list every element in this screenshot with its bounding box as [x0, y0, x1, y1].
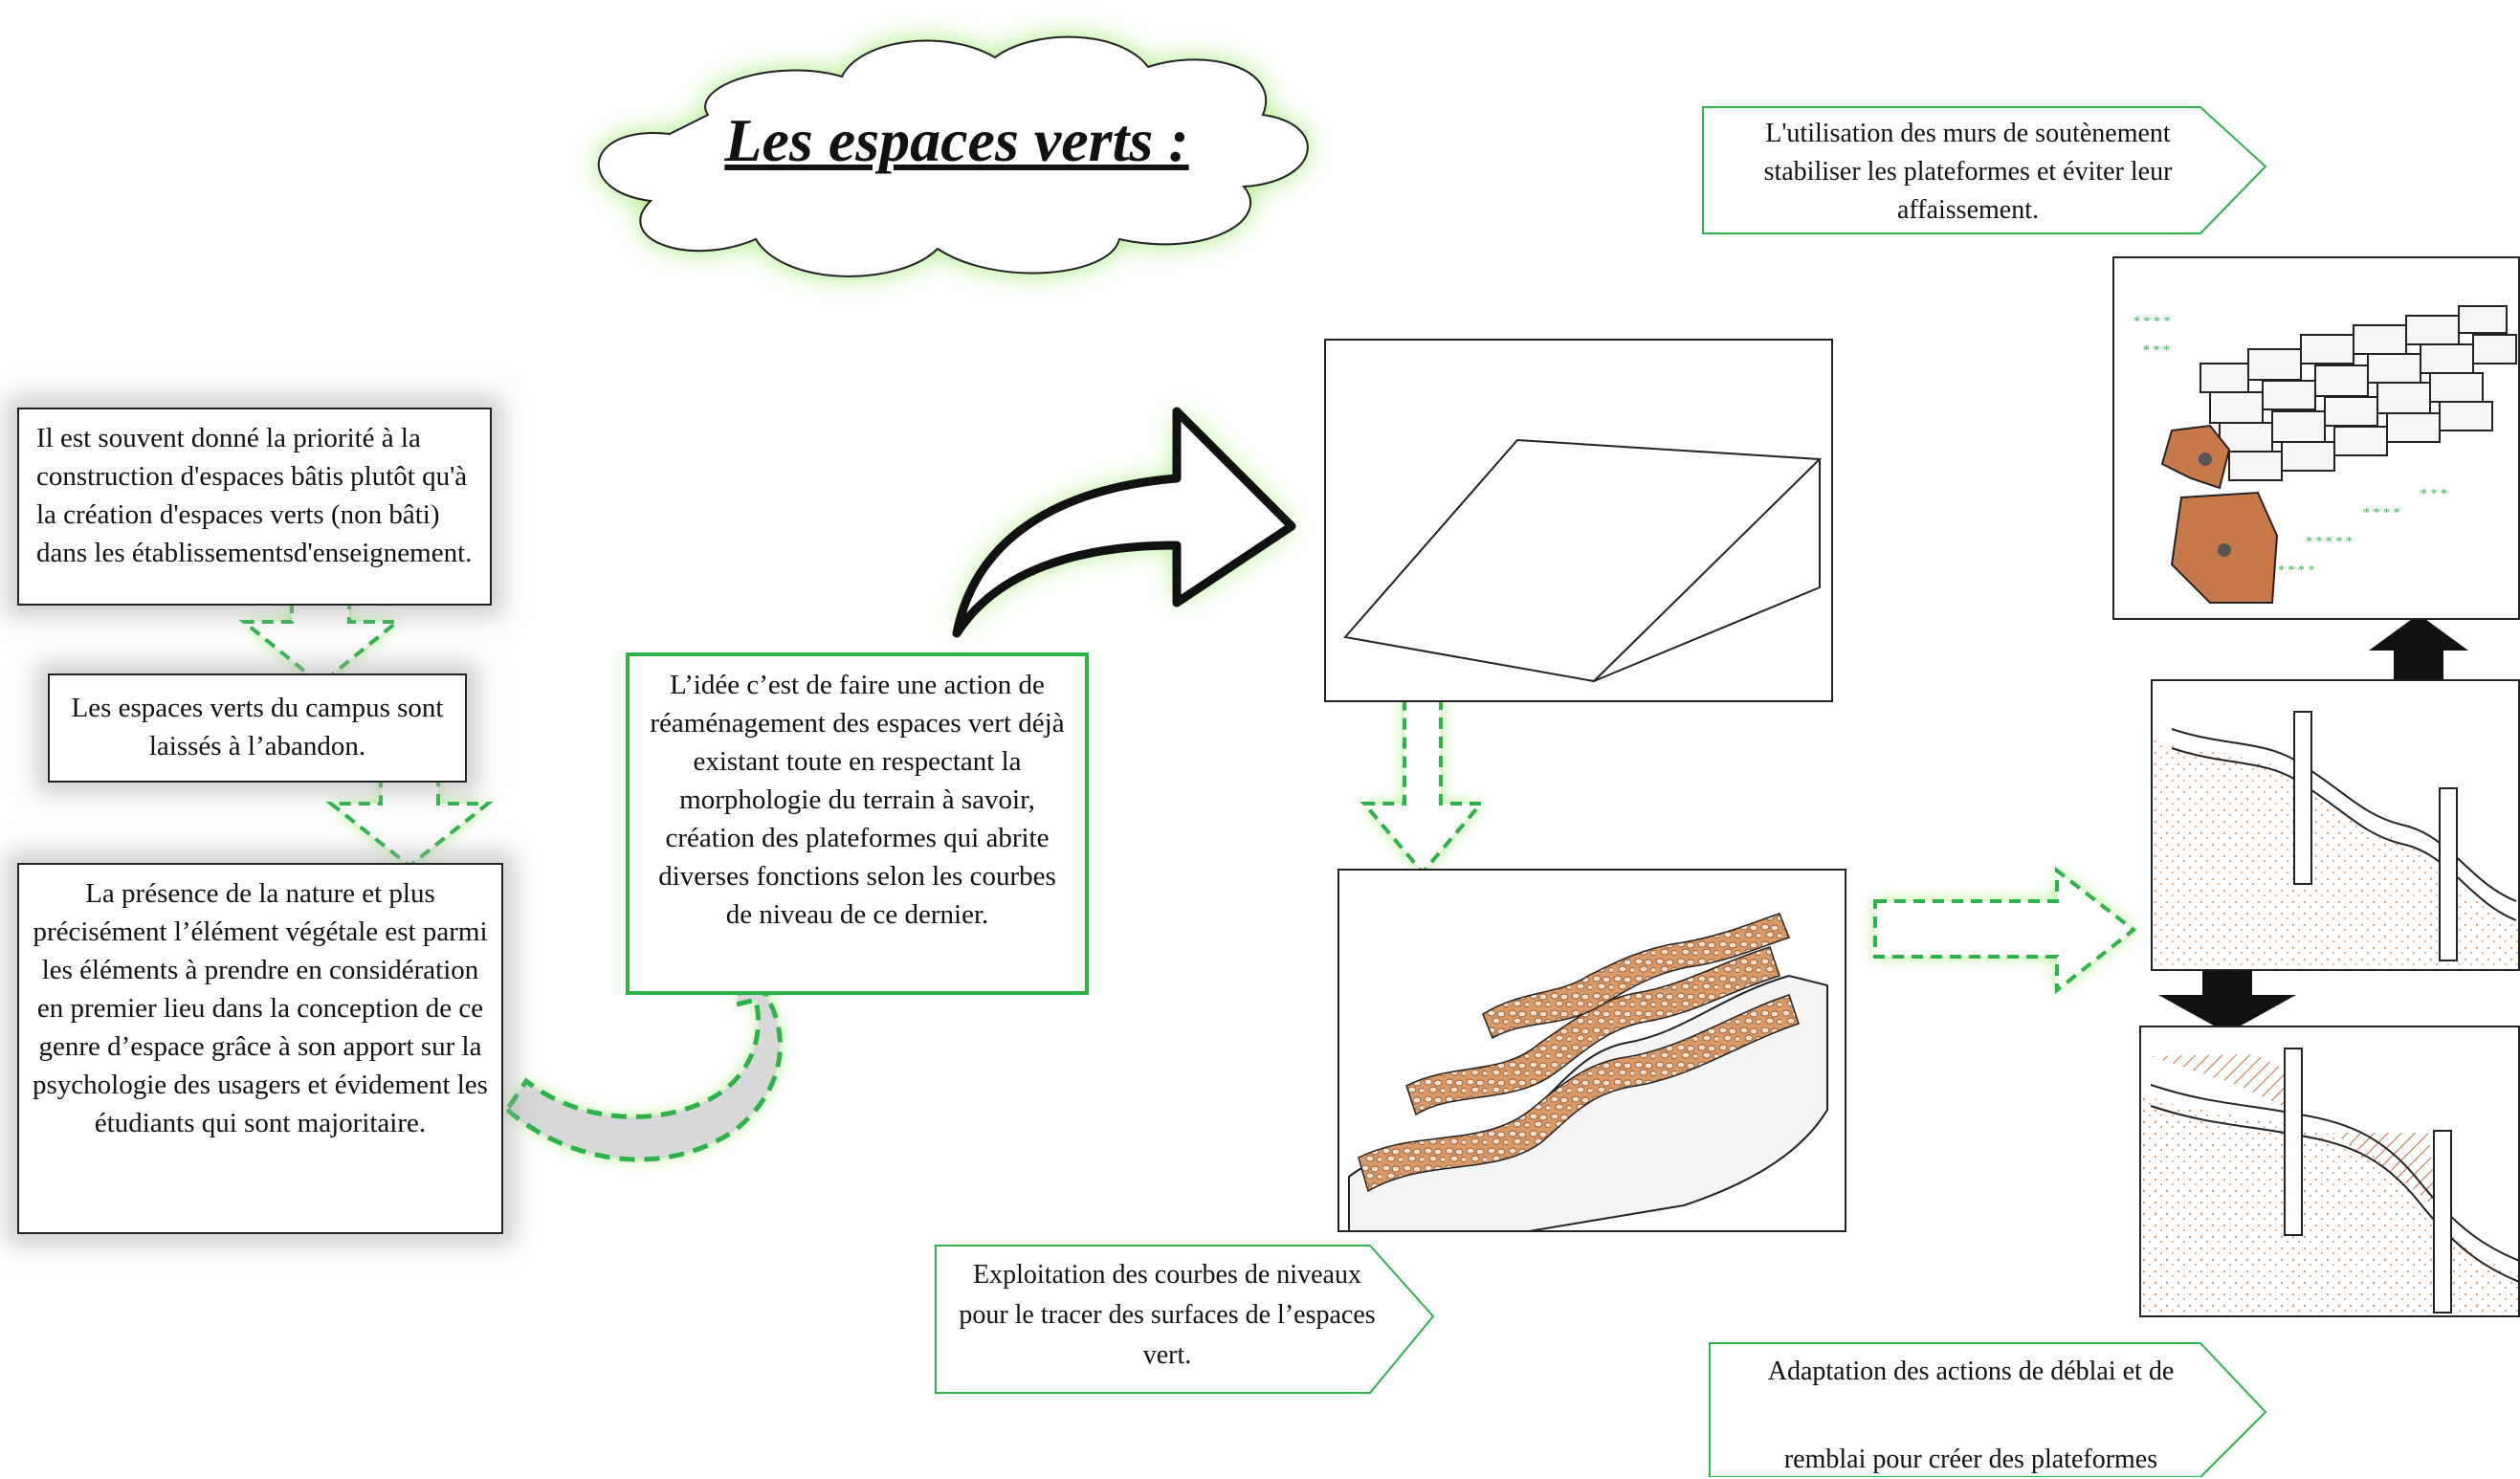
svg-text:* * *: * * * [2143, 343, 2170, 358]
dashed-arrow-right-icon [1873, 866, 2137, 995]
abandon-box: Les espaces verts du campus sont laissés… [48, 673, 467, 783]
black-arrow-down-icon [2158, 955, 2296, 1033]
callout-murs-text: L'utilisation des murs de soutènement st… [1763, 119, 2173, 225]
callout-courbes-shape [935, 1245, 1435, 1394]
page-title: Les espaces verts : [724, 106, 1189, 174]
nature-text: La présence de la nature et plus précisé… [33, 878, 488, 1138]
cloud-shape [597, 35, 1309, 277]
callout-murs-shape [1702, 106, 2267, 234]
dashed-arrow-down-icon [1359, 695, 1486, 876]
callout-courbes-text: Exploitation des courbes de niveaux pour… [959, 1260, 1376, 1370]
slope-panel [1324, 339, 1833, 702]
callout-deblai-shape [1709, 1342, 2267, 1477]
svg-text:* * * *: * * * * [2363, 506, 2400, 520]
priority-box: Il est souvent donné la priorité à la co… [17, 408, 492, 606]
svg-text:* * *: * * * [2421, 487, 2447, 501]
section-before-panel [2151, 679, 2520, 971]
idea-text: L’idée c’est de faire une action de réam… [650, 670, 1065, 930]
priority-text: Il est souvent donné la priorité à la co… [36, 423, 473, 568]
retaining-wall-panel: * * * ** * * * * * * ** * * * * * ** * *… [2112, 256, 2520, 620]
abandon-text: Les espaces verts du campus sont laissés… [71, 693, 444, 762]
svg-text:* * * * *: * * * * * [2306, 535, 2353, 549]
callout-deblai-line2: remblai pour créer des plateformes [1783, 1445, 2158, 1474]
nature-box: La présence de la nature et plus précisé… [17, 863, 503, 1234]
svg-text:* * * *: * * * * [2133, 315, 2171, 329]
curved-arrow-icon [952, 407, 1296, 638]
callout-deblai-line1: Adaptation des actions de déblai et de [1767, 1357, 2175, 1386]
idea-box: L’idée c’est de faire une action de réam… [626, 652, 1089, 995]
black-arrow-up-icon [2369, 614, 2468, 695]
terraces-panel [1337, 869, 1846, 1232]
section-after-panel [2139, 1026, 2520, 1317]
dashed-curved-arrow-icon [503, 942, 799, 1162]
